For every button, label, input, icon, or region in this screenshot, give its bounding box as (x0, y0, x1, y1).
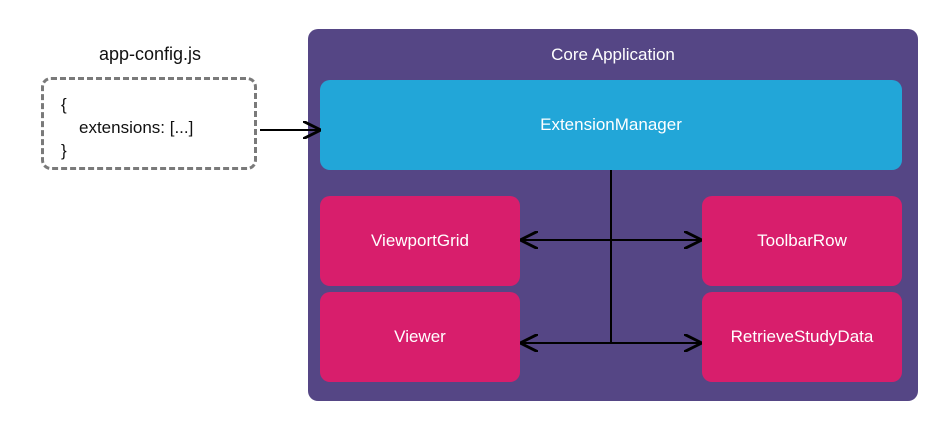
config-line-close: } (61, 141, 67, 160)
config-file-box: { extensions: [...] } (41, 77, 257, 170)
retrieve-study-data-label: RetrieveStudyData (730, 327, 874, 346)
config-line-open: { (61, 95, 67, 114)
toolbar-row-box: ToolbarRow (702, 196, 902, 286)
extension-manager-box: ExtensionManager (320, 80, 902, 170)
core-application-title: Core Application (551, 45, 675, 64)
config-line-extensions: extensions: [...] (79, 118, 194, 137)
viewer-box: Viewer (320, 292, 520, 382)
config-filename: app-config.js (98, 44, 202, 64)
retrieve-study-data-box: RetrieveStudyData (702, 292, 902, 382)
toolbar-row-label: ToolbarRow (757, 231, 847, 250)
viewport-grid-box: ViewportGrid (320, 196, 520, 286)
viewport-grid-label: ViewportGrid (371, 231, 469, 250)
extension-manager-label: ExtensionManager (540, 115, 682, 134)
viewer-label: Viewer (394, 327, 446, 346)
